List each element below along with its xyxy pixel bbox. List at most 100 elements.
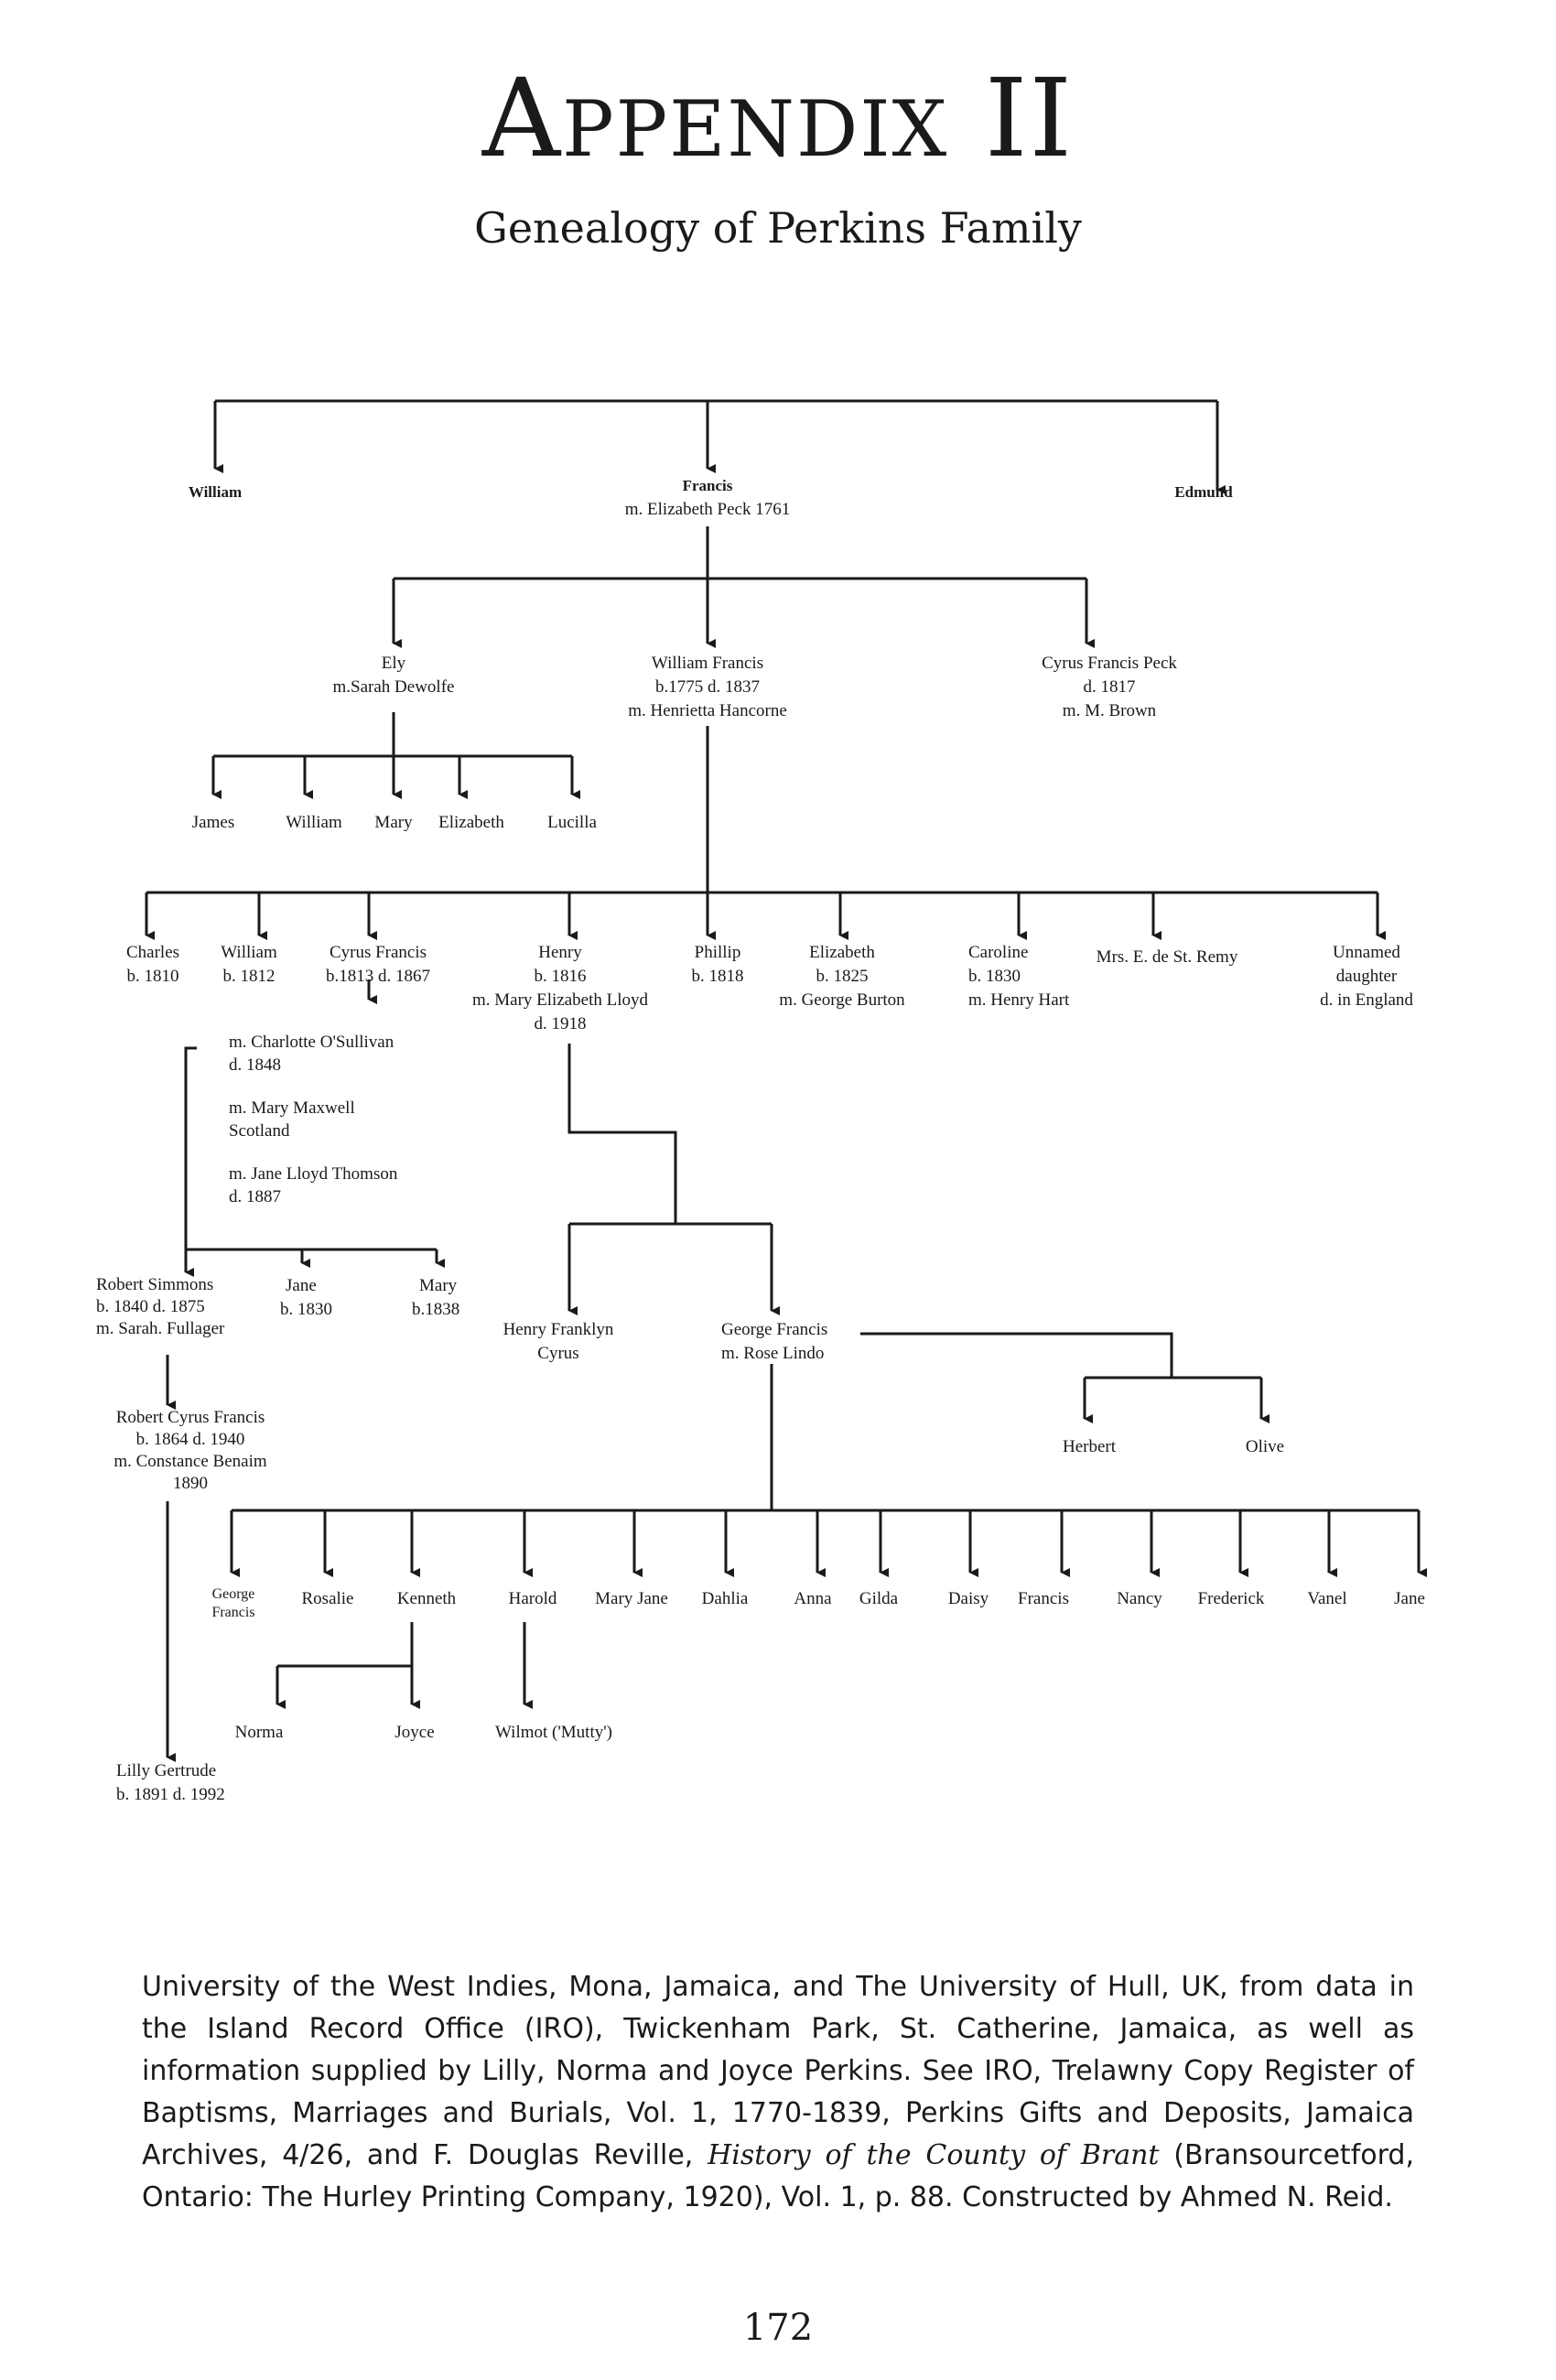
william-francis-name: William Francis	[651, 654, 764, 673]
person-vanel: Vanel	[1307, 1589, 1347, 1608]
lilly-dates: b. 1891 d. 1992	[116, 1785, 225, 1804]
person-william-g3: William b. 1812	[221, 941, 277, 989]
page-number: 172	[742, 2307, 814, 2349]
robert-cyrus-name: Robert Cyrus Francis	[115, 1408, 265, 1427]
francis-g1-name: Francis	[682, 477, 733, 494]
person-frederick: Frederick	[1197, 1589, 1265, 1608]
cf-marriage-2: m. Mary Maxwell	[229, 1098, 355, 1118]
person-cyrus-francis: Cyrus Francis b.1813 d. 1867	[326, 941, 430, 989]
robert-simmons-name: Robert Simmons	[96, 1275, 214, 1294]
person-herbert: Herbert	[1062, 1437, 1117, 1456]
robert-cyrus-marriage-year: 1890	[173, 1474, 208, 1493]
person-francis-g5: Francis	[1018, 1589, 1069, 1608]
cyrus-francis-peck-death: d. 1817	[1083, 677, 1136, 697]
source-caption: University of the West Indies, Mona, Jam…	[142, 1966, 1414, 2219]
person-daisy: Daisy	[947, 1589, 989, 1608]
person-mary-cf: Mary b.1838	[412, 1274, 459, 1322]
cf-marriage-3-death: d. 1887	[229, 1187, 281, 1206]
person-henry-franklyn-cyrus: Henry Franklyn Cyrus	[503, 1318, 614, 1366]
person-robert-cyrus-francis: Robert Cyrus Francis b. 1864 d. 1940 m. …	[113, 1407, 266, 1495]
unnamed-death: d. in England	[1320, 990, 1413, 1010]
person-robert-simmons: Robert Simmons b. 1840 d. 1875 m. Sarah.…	[96, 1274, 224, 1340]
henry-franklyn-name: Henry Franklyn	[502, 1320, 614, 1339]
cf-marriage-3: m. Jane Lloyd Thomson	[229, 1164, 398, 1184]
cyrus-francis-name: Cyrus Francis	[329, 943, 427, 962]
francis-g1-marriage: m. Elizabeth Peck 1761	[624, 500, 791, 519]
cf-marriage-1-death: d. 1848	[229, 1055, 281, 1075]
cf-marriage-2-place: Scotland	[229, 1121, 290, 1141]
person-gilda: Gilda	[859, 1589, 899, 1608]
elizabeth-g3-birth: b. 1825	[816, 967, 869, 986]
henry-birth: b. 1816	[534, 967, 587, 986]
unnamed-daughter-label: daughter	[1335, 967, 1398, 986]
person-jane-g5: Jane	[1394, 1589, 1425, 1608]
person-nancy: Nancy	[1117, 1589, 1162, 1608]
robert-cyrus-marriage: m. Constance Benaim	[113, 1452, 267, 1471]
person-george-francis-jr: George Francis	[211, 1585, 254, 1622]
cf-marriage-1: m. Charlotte O'Sullivan	[229, 1033, 394, 1052]
charles-name: Charles	[125, 943, 180, 962]
gf-side-line	[860, 1332, 1173, 1378]
cyrus-francis-marriages: m. Charlotte O'Sullivan d. 1848 m. Mary …	[229, 1031, 397, 1208]
person-lilly-gertrude: Lilly Gertrude b. 1891 d. 1992	[116, 1759, 225, 1807]
person-olive: Olive	[1245, 1437, 1285, 1456]
person-phillip: Phillip b. 1818	[692, 941, 744, 989]
title-initial: A	[481, 55, 563, 181]
henry-death: d. 1918	[534, 1014, 587, 1033]
person-mary-e: Mary	[374, 813, 413, 832]
caption-text-1: University of the West Indies, Mona, Jam…	[142, 1971, 1414, 2171]
person-william-e: William	[286, 813, 342, 832]
robert-cyrus-dates: b. 1864 d. 1940	[135, 1430, 245, 1449]
person-mrs-remy: Mrs. E. de St. Remy	[1096, 947, 1238, 967]
person-harold: Harold	[508, 1589, 557, 1608]
caroline-name: Caroline	[968, 943, 1029, 962]
henry-name: Henry	[538, 943, 582, 962]
elizabeth-g3-name: Elizabeth	[809, 943, 875, 962]
person-charles: Charles b. 1810	[126, 941, 179, 989]
family-tree-connectors	[145, 399, 1427, 1762]
ely-name: Ely	[381, 654, 406, 673]
person-unnamed-daughter: Unnamed daughter d. in England	[1320, 941, 1413, 1012]
robert-simmons-dates: b. 1840 d. 1875	[96, 1297, 205, 1316]
person-edmund-g1: Edmund	[1174, 483, 1233, 501]
person-cyrus-francis-peck: Cyrus Francis Peck d. 1817 m. M. Brown	[1042, 652, 1177, 723]
caption-text-2: (Bransourcetford, Ontario: The Hurley Pr…	[142, 2139, 1414, 2213]
william-francis-marriage: m. Henrietta Hancorne	[628, 701, 787, 720]
person-elizabeth-e: Elizabeth	[438, 813, 504, 832]
person-dahlia: Dahlia	[701, 1589, 749, 1608]
person-jane-cf: Jane b. 1830	[280, 1274, 332, 1322]
henry-franklyn-second-name: Cyrus	[537, 1344, 579, 1363]
henry-marriage: m. Mary Elizabeth Lloyd	[471, 990, 649, 1010]
cyrus-francis-peck-name: Cyrus Francis Peck	[1042, 654, 1177, 673]
person-joyce: Joyce	[394, 1723, 435, 1742]
george-francis-name: George Francis	[721, 1320, 828, 1339]
person-anna: Anna	[794, 1589, 832, 1608]
cf-bracket	[184, 1046, 197, 1250]
jane-cf-name: Jane	[286, 1276, 317, 1295]
william-g3-birth: b. 1812	[222, 967, 276, 986]
ely-marriage: m.Sarah Dewolfe	[332, 677, 455, 697]
person-william-g1: William	[188, 483, 243, 501]
mary-cf-name: Mary	[419, 1276, 458, 1295]
phillip-name: Phillip	[694, 943, 741, 962]
caroline-marriage: m. Henry Hart	[968, 990, 1070, 1010]
unnamed-label: Unnamed	[1333, 943, 1400, 962]
person-george-francis: George Francis m. Rose Lindo	[721, 1318, 827, 1366]
page-subtitle: Genealogy of Perkins Family	[474, 203, 1082, 253]
person-ely: Ely m.Sarah Dewolfe	[333, 652, 455, 699]
person-caroline: Caroline b. 1830 m. Henry Hart	[968, 941, 1069, 1012]
robert-simmons-marriage: m. Sarah. Fullager	[96, 1319, 225, 1338]
lilly-name: Lilly Gertrude	[116, 1761, 217, 1780]
person-james: James	[191, 813, 235, 832]
george-jr-name: George	[211, 1586, 255, 1602]
henry-stem	[567, 1044, 677, 1224]
william-francis-dates: b.1775 d. 1837	[655, 677, 760, 697]
title-smallcaps: PPENDIX	[562, 84, 949, 174]
jane-cf-birth: b. 1830	[280, 1300, 332, 1319]
cyrus-francis-peck-marriage: m. M. Brown	[1062, 701, 1157, 720]
person-norma: Norma	[234, 1723, 284, 1742]
elizabeth-g3-marriage: m. George Burton	[779, 990, 905, 1010]
person-elizabeth-g3: Elizabeth b. 1825 m. George Burton	[779, 941, 904, 1012]
george-jr-second-name: Francis	[211, 1605, 255, 1620]
william-g3-name: William	[221, 943, 277, 962]
